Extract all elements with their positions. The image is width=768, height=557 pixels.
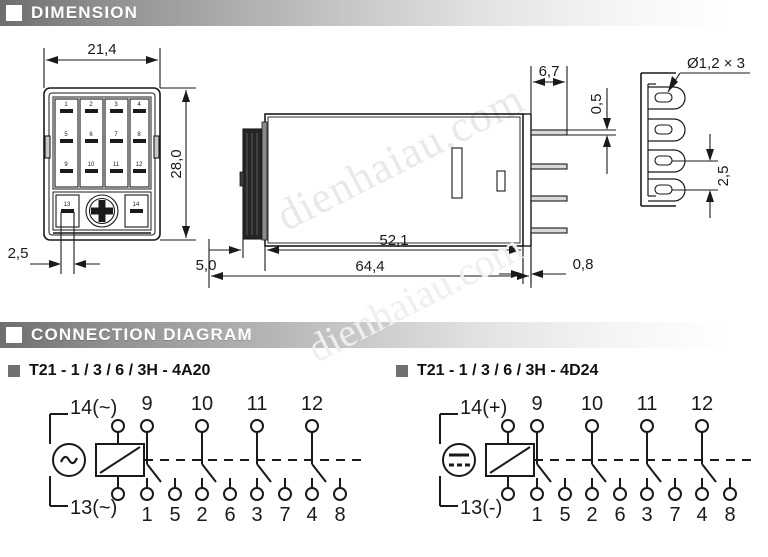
svg-text:1: 1 <box>64 102 68 108</box>
svg-text:6: 6 <box>224 504 235 526</box>
dim-width-21-4 <box>43 48 161 88</box>
square-icon <box>6 327 22 343</box>
connection-right-labels: 14(+) 13(-) 9 10 11 12 1 5 2 6 3 7 4 8 <box>460 393 736 526</box>
dim-label-pin-offset: 2,5 <box>8 245 29 262</box>
svg-text:3: 3 <box>641 504 652 526</box>
dim-5-0 <box>209 239 244 258</box>
model-title-left: T21 - 1 / 3 / 6 / 3H - 4A20 <box>8 362 210 380</box>
dim-52-1 <box>264 246 524 271</box>
dim-height-28-0 <box>160 87 196 241</box>
dim-label-hole: Ø1,2 × 3 <box>687 55 745 72</box>
svg-text:3: 3 <box>114 102 118 108</box>
dimension-drawings: 21,4 28,0 2,5 52,1 64,4 5,0 6,7 0,5 0,8 … <box>0 26 768 316</box>
dim-label-width: 21,4 <box>87 41 116 58</box>
svg-text:12: 12 <box>136 162 143 168</box>
svg-text:11: 11 <box>247 393 268 415</box>
dim-label-pin-spacing: 2,5 <box>715 166 732 187</box>
dim-0-8 <box>499 246 566 284</box>
svg-text:12: 12 <box>691 393 713 415</box>
svg-text:14: 14 <box>133 202 140 208</box>
dim-label-body-length: 52,1 <box>379 232 408 249</box>
svg-text:8: 8 <box>724 504 735 526</box>
svg-text:11: 11 <box>637 393 658 415</box>
dim-label-height: 28,0 <box>168 149 185 178</box>
svg-text:4: 4 <box>306 504 317 526</box>
model-title-right: T21 - 1 / 3 / 6 / 3H - 4D24 <box>396 362 598 380</box>
relay-coil <box>485 443 535 477</box>
contacts-left <box>140 419 347 501</box>
ac-source-icon <box>52 443 86 477</box>
svg-text:10: 10 <box>191 393 213 415</box>
svg-text:8: 8 <box>334 504 345 526</box>
svg-text:2: 2 <box>196 504 207 526</box>
svg-text:8: 8 <box>137 132 141 138</box>
svg-text:9: 9 <box>531 393 542 415</box>
dc-source-icon <box>442 443 476 477</box>
svg-text:3: 3 <box>251 504 262 526</box>
dim-label-pin-pitch: 6,7 <box>539 63 560 80</box>
side-view-pins <box>530 129 568 234</box>
relay-coil <box>95 443 145 477</box>
dim-offset-2-5 <box>30 212 100 274</box>
svg-text:2: 2 <box>586 504 597 526</box>
svg-text:1: 1 <box>531 504 542 526</box>
bullet-icon <box>396 365 408 377</box>
connection-svg: 14(~) 13(~) 9 10 11 12 1 5 2 6 3 7 4 8 <box>49 393 758 526</box>
svg-text:9: 9 <box>141 393 152 415</box>
svg-text:4: 4 <box>137 102 141 108</box>
svg-text:7: 7 <box>669 504 680 526</box>
dim-label-pin-thickness: 0,5 <box>588 94 605 115</box>
dim-label-total-length: 64,4 <box>355 258 384 275</box>
svg-text:2: 2 <box>89 102 93 108</box>
dim-0-5 <box>567 88 616 174</box>
svg-text:6: 6 <box>89 132 93 138</box>
dim-label-front-offset: 5,0 <box>196 257 217 274</box>
contacts-right <box>530 419 737 501</box>
pin-grid-labels: 1 2 3 4 5 6 7 8 9 10 11 12 13 14 <box>64 102 143 208</box>
svg-text:9: 9 <box>64 162 68 168</box>
connection-diagram-left <box>49 413 368 507</box>
svg-text:11: 11 <box>113 162 120 168</box>
pin-grid <box>54 98 150 188</box>
svg-text:4: 4 <box>696 504 707 526</box>
screw-cross-icon <box>85 194 119 228</box>
model-label-right: T21 - 1 / 3 / 6 / 3H - 4D24 <box>417 362 599 379</box>
svg-text:6: 6 <box>614 504 625 526</box>
terminal-14-right: 14(+) <box>460 397 507 419</box>
svg-text:13: 13 <box>64 202 71 208</box>
dimension-section-title: DIMENSION <box>31 3 139 22</box>
terminal-13-left: 13(~) <box>70 497 117 519</box>
svg-text:10: 10 <box>88 162 95 168</box>
connection-section-header: CONNECTION DIAGRAM <box>0 322 768 348</box>
connection-left-labels: 14(~) 13(~) 9 10 11 12 1 5 2 6 3 7 4 8 <box>70 393 346 526</box>
connection-diagram-right <box>439 413 758 507</box>
pin-14-cell <box>124 194 149 228</box>
terminal-14-left: 14(~) <box>70 397 117 419</box>
end-view-drawing <box>640 72 750 218</box>
dimension-svg: 21,4 28,0 2,5 52,1 64,4 5,0 6,7 0,5 0,8 … <box>8 41 750 288</box>
terminal-13-right: 13(-) <box>460 497 502 519</box>
svg-text:12: 12 <box>301 393 323 415</box>
dim-label-pin-gap: 0,8 <box>573 256 594 273</box>
square-icon <box>6 5 22 21</box>
svg-text:10: 10 <box>581 393 603 415</box>
dimension-section-header: DIMENSION <box>0 0 768 26</box>
svg-text:5: 5 <box>64 132 68 138</box>
dim-6-7 <box>530 66 568 130</box>
svg-text:1: 1 <box>141 504 152 526</box>
svg-text:7: 7 <box>279 504 290 526</box>
svg-text:7: 7 <box>114 132 118 138</box>
svg-text:5: 5 <box>169 504 180 526</box>
pin-13-cell <box>55 194 80 228</box>
connection-drawings: 14(~) 13(~) 9 10 11 12 1 5 2 6 3 7 4 8 <box>0 388 768 557</box>
svg-text:5: 5 <box>559 504 570 526</box>
connection-section-title: CONNECTION DIAGRAM <box>31 325 253 344</box>
bullet-icon <box>8 365 20 377</box>
model-label-left: T21 - 1 / 3 / 6 / 3H - 4A20 <box>29 362 211 379</box>
